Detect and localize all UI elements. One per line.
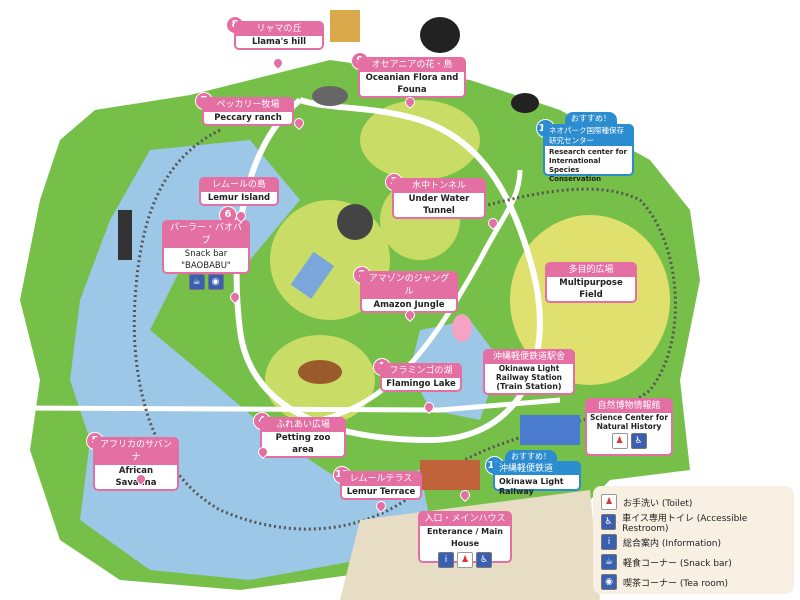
attraction-research-center[interactable]: ネオパーク国際種保存研究センター Research center for Int… [543,124,634,183]
legend-row: ☕ 軽食コーナー (Snack bar) [601,552,786,572]
legend-row: i 総合案内 (Information) [601,532,786,552]
label-en-sub: (Train Station) [496,382,562,391]
attraction-flamingo-lake[interactable]: フラミンゴの湖 Flamingo Lake [380,363,462,392]
label-en: Science Center for Natural History [590,413,669,431]
snack-bar-icon: ☕ [188,274,205,290]
tea-room-icon: ◉ [207,274,224,290]
label-jp: アフリカのサバンナ [95,439,177,465]
label-jp: ネオパーク国際種保存研究センター [545,126,632,146]
attraction-petting-zoo[interactable]: ふれあい広場 Petting zoo area [260,417,346,458]
label-en: Lemur Terrace [346,487,416,497]
label-jp: フラミンゴの湖 [382,365,460,378]
legend-text: 総合案内 (Information) [623,538,721,549]
toilet-icon: ♟ [457,552,473,568]
label-en: Flamingo Lake [386,379,456,389]
label-en: Enterance / Main House [427,527,503,548]
bird-illustration [337,204,373,240]
flamingo-illustration [452,314,472,342]
accessible-restroom-icon: ♿ [601,514,617,530]
recommended-badge: おすすめ！ [505,450,557,463]
toilet-icon: ♟ [601,494,617,510]
station-building [520,415,580,445]
snack-bar-icon: ☕ [601,554,617,570]
label-en: Okinawa Light Railway Station [496,364,562,382]
label-jp: パーラー・バオバブ [164,222,248,248]
train-illustration [118,210,132,260]
cross-path [19,397,561,413]
attraction-amazon-jungle[interactable]: アマゾンのジャングル Amazon Jungle [360,271,458,313]
main-path [233,97,543,444]
label-jp: レムールの島 [201,179,277,192]
label-jp: 沖縄軽便鉄道 [495,463,579,475]
legend-text: 軽食コーナー (Snack bar) [623,558,732,569]
facility-icons: ☕ ◉ [164,272,248,292]
label-en: Multipurpose Field [559,278,623,300]
label-jp: 自然博物情報館 [587,400,671,413]
attraction-okinawa-railway[interactable]: 沖縄軽便鉄道 Okinawa Light Railway [493,461,581,496]
place-science-center[interactable]: 自然博物情報館 Science Center for Natural Histo… [585,398,673,456]
legend-text: 車イス専用トイレ (Accessible Restroom) [622,513,748,534]
label-en: Peccary ranch [214,113,282,123]
inner-path [319,169,523,423]
label-en: African Savanna [115,466,157,488]
legend-row: ♿ 車イス専用トイレ (Accessible Restroom) [601,512,786,534]
railway-track [132,128,677,531]
facility-icons: ♟ ♿ [587,431,671,451]
label-en: Under Water Tunnel [408,194,470,216]
attraction-african-savanna[interactable]: アフリカのサバンナ African Savanna [93,437,179,491]
label-jp: リャマの丘 [236,23,322,36]
oceanian-area [360,100,480,180]
water-bird-illustration [511,93,539,113]
label-en: Snack bar "BAOBABU" [181,249,231,271]
legend: ♟ お手洗い (Toilet) ♿ 車イス専用トイレ (Accessible R… [593,486,794,594]
label-jp: 水中トンネル [394,180,484,193]
capybara-illustration [298,360,342,384]
attraction-llamas-hill[interactable]: リャマの丘 Llama's hill [234,21,324,50]
accessible-restroom-icon: ♿ [476,552,492,568]
tea-room-icon: ◉ [601,574,617,590]
legend-row: ♟ お手洗い (Toilet) [601,492,786,512]
attraction-oceanian-flora[interactable]: オセアニアの花・鳥 Oceanian Flora and Founa [358,57,466,98]
llama-illustration [330,10,360,42]
label-en: Oceanian Flora and Founa [365,73,459,95]
label-en: Lemur Island [207,193,271,203]
tunnel-structure [290,251,335,299]
facility-icons: i ♟ ♿ [420,550,510,570]
label-jp: オセアニアの花・鳥 [360,59,464,72]
information-icon: i [601,534,617,550]
main-house [420,460,480,490]
legend-text: 喫茶コーナー (Tea room) [623,578,729,589]
label-en: Llama's hill [251,37,307,47]
toilet-icon: ♟ [611,433,628,449]
label-en: Amazon Jungle [373,300,445,310]
cassowary-illustration [420,17,460,53]
label-jp: 沖縄軽便鉄道駅舎 [485,351,573,364]
label-jp: 多目的広場 [547,264,635,277]
attraction-snack-bar[interactable]: パーラー・バオバブ Snack bar "BAOBABU" ☕ ◉ [162,220,250,290]
attraction-peccary-ranch[interactable]: ペッカリー牧場 Peccary ranch [202,97,294,126]
label-jp: ペッカリー牧場 [204,99,292,112]
information-icon: i [438,552,454,568]
label-jp: アマゾンのジャングル [362,273,456,299]
label-jp: ふれあい広場 [262,419,344,432]
attraction-under-water-tunnel[interactable]: 水中トンネル Under Water Tunnel [392,178,486,219]
place-lemur-island[interactable]: レムールの島 Lemur Island [199,177,279,206]
legend-text: お手洗い (Toilet) [623,498,693,509]
place-railway-station[interactable]: 沖縄軽便鉄道駅舎 Okinawa Light Railway Station (… [483,349,575,395]
place-multipurpose-field[interactable]: 多目的広場 Multipurpose Field [545,262,637,303]
label-en: Petting zoo area [275,433,331,455]
legend-row: ◉ 喫茶コーナー (Tea room) [601,572,786,592]
recommended-badge: おすすめ！ [565,112,617,125]
place-entrance[interactable]: 入口・メインハウス Enterance / Main House i ♟ ♿ [418,511,512,568]
peccary-illustration [312,86,348,106]
label-jp: 入口・メインハウス [420,513,510,526]
attraction-lemur-terrace[interactable]: レムールテラス Lemur Terrace [340,471,422,500]
label-jp: レムールテラス [342,473,420,486]
label-en: Okinawa Light Railway [499,477,564,496]
accessible-restroom-icon: ♿ [630,433,647,449]
label-en: Research center for International Specie… [549,148,627,183]
